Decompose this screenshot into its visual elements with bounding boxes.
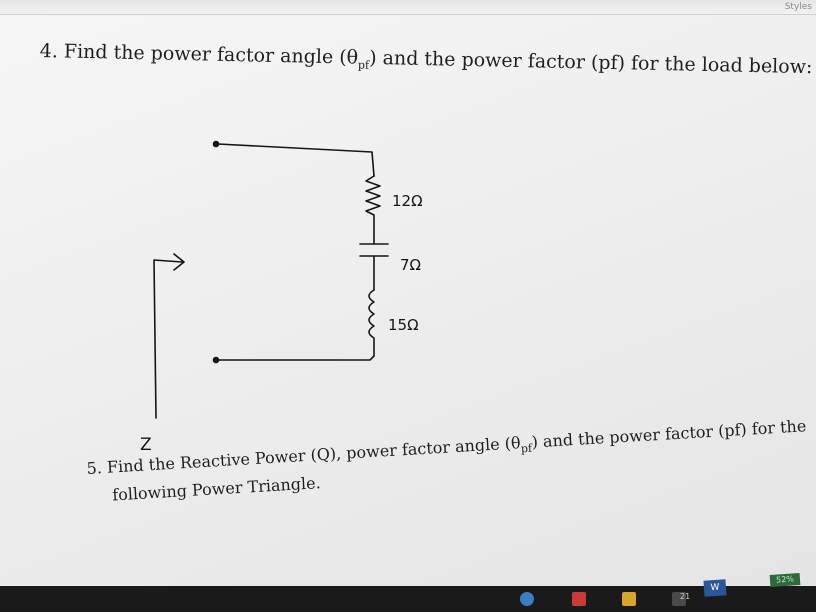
file-explorer-icon[interactable] xyxy=(622,592,636,606)
mail-icon[interactable] xyxy=(672,592,686,606)
word-ribbon-edge: Styles xyxy=(0,0,816,15)
capacitor-symbol xyxy=(359,239,389,291)
impedance-label: Z xyxy=(140,435,152,455)
styles-button-label[interactable]: Styles xyxy=(784,2,812,12)
notification-count: 21 xyxy=(680,592,691,601)
bottom-wire xyxy=(217,355,375,361)
windows-taskbar xyxy=(0,586,816,612)
resistor-symbol xyxy=(365,175,381,241)
resistor-label: 12Ω xyxy=(392,192,423,210)
battery-indicator: 52% xyxy=(769,572,801,588)
bottom-terminal xyxy=(212,356,220,364)
edge-browser-icon[interactable] xyxy=(520,592,534,606)
impedance-arrow xyxy=(153,253,185,419)
store-icon[interactable] xyxy=(572,592,586,606)
inductor-symbol xyxy=(368,289,375,357)
word-app-icon[interactable]: W xyxy=(703,579,727,597)
inductor-label: 15Ω xyxy=(388,316,419,334)
question-5-subscript: pf xyxy=(520,441,533,456)
top-wire xyxy=(217,143,375,177)
capacitor-label: 7Ω xyxy=(400,256,421,274)
